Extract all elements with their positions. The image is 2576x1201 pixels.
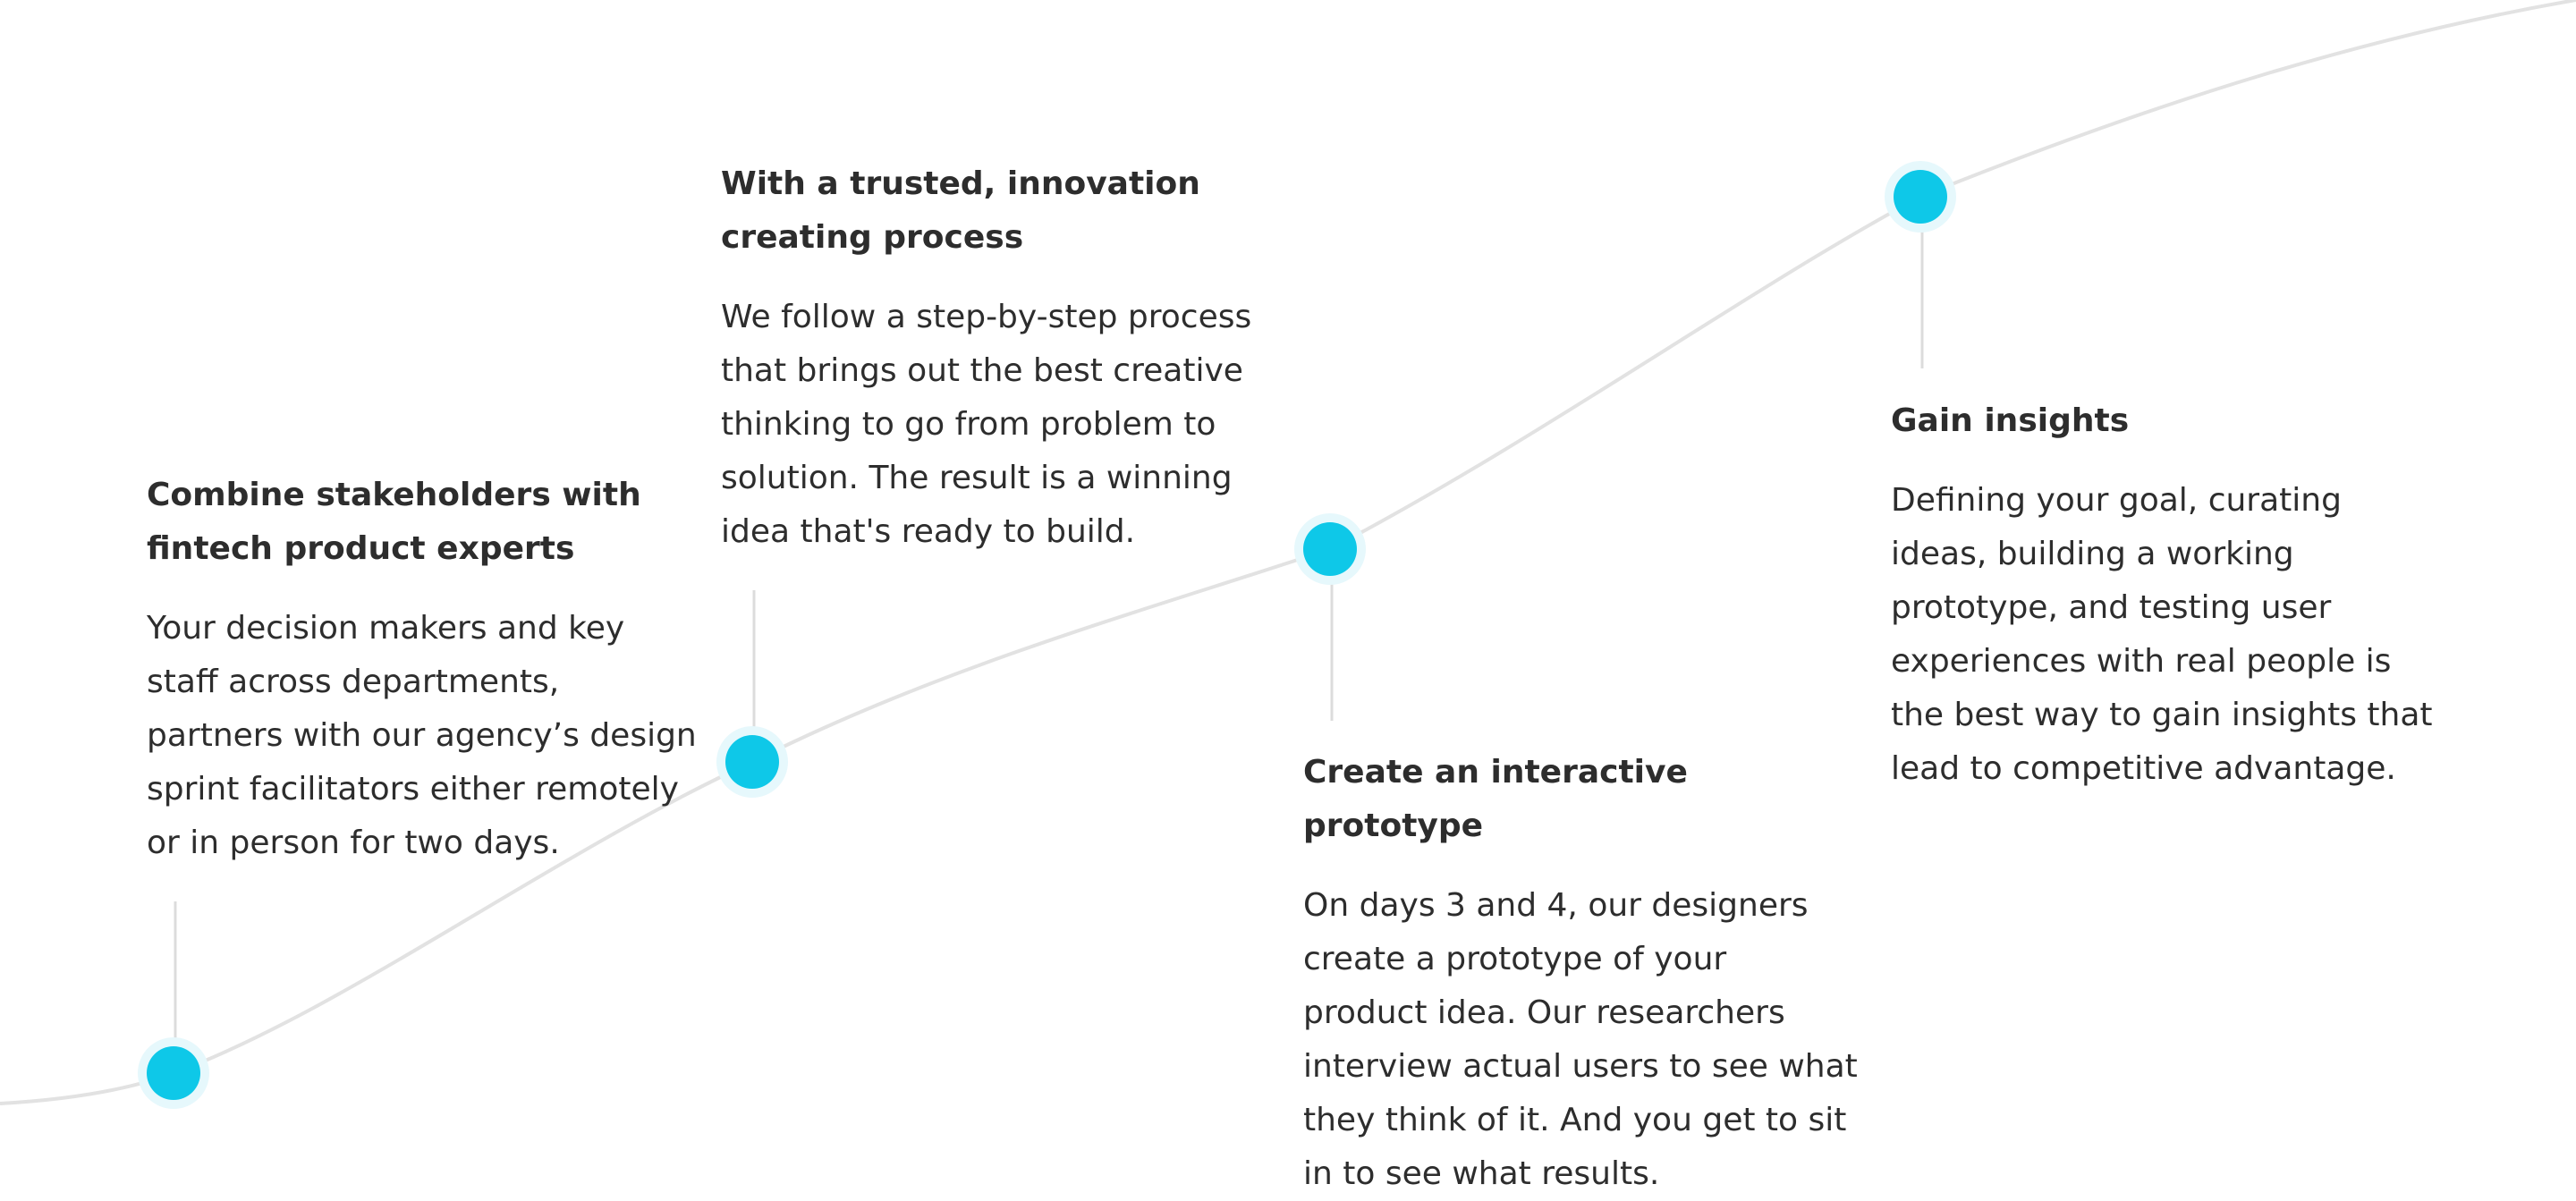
step-body: Defining your goal, curating ideas, buil… [1891,482,2433,787]
step-body: We follow a step-by-step process that br… [721,299,1252,550]
step-card-2: With a trusted, innovation creating proc… [721,157,1275,559]
step-card-4: Gain insights Defining your goal, curati… [1891,394,2445,796]
timeline-node-3 [1294,513,1366,585]
step-title: Create an interactive prototype [1303,754,1688,844]
step-body: Your decision makers and key staff acros… [147,610,697,861]
step-card-3: Create an interactive prototype On days … [1303,746,1858,1201]
step-title: With a trusted, innovation creating proc… [721,165,1200,256]
timeline-node-2 [716,726,788,798]
step-title: Combine stakeholders with fintech produc… [147,477,641,567]
step-title: Gain insights [1891,402,2130,439]
timeline-curve [0,0,2576,1105]
timeline-diagram [0,0,2576,1109]
timeline-node-4 [1885,161,1956,233]
step-body: On days 3 and 4, our designers create a … [1303,887,1858,1192]
timeline-node-1 [138,1037,209,1109]
step-card-1: Combine stakeholders with fintech produc… [147,469,701,870]
